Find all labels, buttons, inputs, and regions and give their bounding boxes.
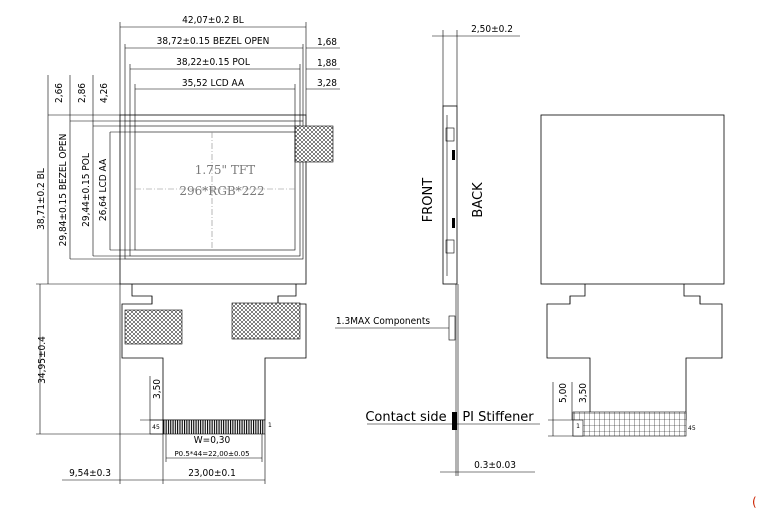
back-fpc-outline xyxy=(546,284,723,421)
corner-mark: ( xyxy=(752,495,757,509)
side-mark-2 xyxy=(452,218,455,228)
dim-pad: 3,50 xyxy=(152,379,163,399)
lcd-active-area xyxy=(134,131,296,251)
polarizer-outline xyxy=(129,125,301,257)
contact-side-label: Contact side xyxy=(365,410,446,425)
dim-lcd-width: 35,52 LCD AA xyxy=(182,78,245,89)
front-view: 1.75" TFT 296*RGB*222 45 1 42,07±0.2 BL … xyxy=(36,15,340,484)
bezel-opening xyxy=(124,120,304,260)
dim-left-1: 2,66 xyxy=(54,83,65,103)
dim-fpc-length: 34,95±0.4 xyxy=(37,336,48,384)
dim-pol-height: 29,44±0.15 POL xyxy=(81,153,92,227)
dim-bezel-height: 29,84±0.15 BEZEL OPEN xyxy=(58,134,69,247)
dim-lcd-height: 26,64 LCD AA xyxy=(98,158,109,221)
back-view: 1 45 5,00 3,50 xyxy=(540,114,725,437)
pin-last-label: 1 xyxy=(268,422,272,429)
pin-first-label: 45 xyxy=(152,424,160,431)
pitch: P0.5*44=22,00±0.05 xyxy=(174,450,249,458)
back-pin-label-box xyxy=(572,419,584,437)
dim-back-5: 5,00 xyxy=(558,383,569,403)
side-components xyxy=(448,315,456,341)
dim-left-3: 4,26 xyxy=(99,83,110,103)
stiffener-label: PI Stiffener xyxy=(462,410,534,425)
contact-pads xyxy=(162,419,266,435)
dim-fpc-width: 23,00±0.1 xyxy=(188,468,236,479)
back-pin-grid xyxy=(572,411,687,437)
tft-resolution: 296*RGB*222 xyxy=(179,184,264,198)
dim-fpc-thickness: 0.3±0.03 xyxy=(474,460,516,471)
dim-bezel-width: 38,72±0.15 BEZEL OPEN xyxy=(157,36,270,47)
dim-right-2: 1,88 xyxy=(317,58,337,69)
components-label: 1.3MAX Components xyxy=(336,316,430,327)
connector-hatch-top xyxy=(294,125,334,163)
dim-pol-width: 38,22±0.15 POL xyxy=(176,57,250,68)
side-stiffener xyxy=(452,412,457,430)
dim-left-offset: 9,54±0.3 xyxy=(69,468,111,479)
dim-bl-width: 42,07±0.2 BL xyxy=(182,15,244,26)
dim-back-3: 3,50 xyxy=(578,383,589,403)
back-panel-outline xyxy=(540,114,725,285)
side-mark-1 xyxy=(452,150,455,160)
dim-right-1: 1,68 xyxy=(317,37,337,48)
dim-left-2: 2,86 xyxy=(77,83,88,103)
side-bump-1 xyxy=(445,127,455,142)
tft-title: 1.75" TFT xyxy=(195,163,255,177)
pin-width: W=0,30 xyxy=(194,435,231,446)
side-module-body xyxy=(442,105,458,285)
backlight-outline xyxy=(119,114,307,285)
label-front: FRONT xyxy=(421,178,436,222)
side-bump-2 xyxy=(445,239,455,254)
fpc-components-right xyxy=(231,302,301,340)
back-pin-last: 45 xyxy=(688,425,696,432)
dim-thickness: 2,50±0.2 xyxy=(471,24,513,35)
back-pin-first: 1 xyxy=(576,423,580,430)
dim-right-3: 3,28 xyxy=(317,78,337,89)
label-back: BACK xyxy=(471,182,486,218)
dim-bl-height: 38,71±0.2 BL xyxy=(36,168,47,230)
fpc-components-left xyxy=(124,309,183,345)
side-view: 2,50±0.2 FRONT BACK 1.3MAX Components Co… xyxy=(335,24,540,476)
